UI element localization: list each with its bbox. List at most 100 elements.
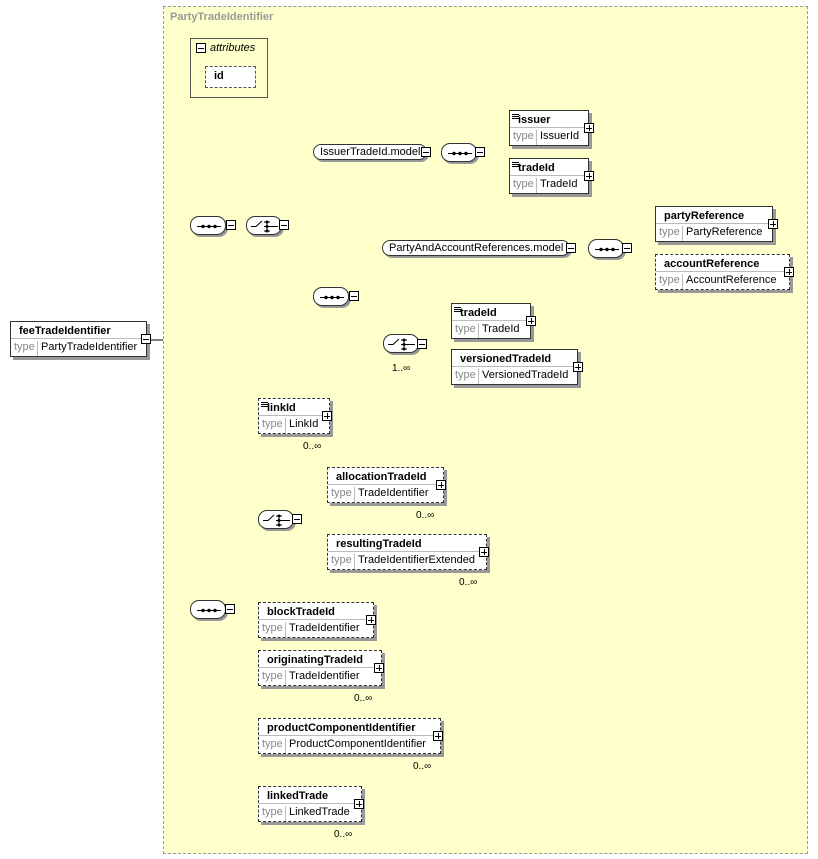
documentation-icon bbox=[454, 307, 461, 313]
type-value: VersionedTradeId bbox=[478, 369, 568, 384]
type-label: type bbox=[262, 738, 283, 750]
attribute-id[interactable]: id bbox=[205, 66, 256, 88]
type-value: LinkedTrade bbox=[285, 806, 350, 821]
expand-block-trade-id-button[interactable] bbox=[366, 615, 376, 625]
type-label: type bbox=[262, 670, 283, 682]
type-label: type bbox=[262, 806, 283, 818]
element-name: linkId bbox=[267, 402, 296, 414]
element-name: accountReference bbox=[664, 258, 760, 270]
sequence-compositor-icon bbox=[313, 287, 349, 306]
linked-trade-cardinality: 0..∞ bbox=[334, 829, 353, 840]
collapse-issuer-model-button[interactable] bbox=[421, 147, 431, 157]
type-value: ProductComponentIdentifier bbox=[285, 738, 426, 753]
type-label: type bbox=[513, 178, 534, 190]
choice-compositor-icon bbox=[246, 216, 282, 235]
type-label: type bbox=[331, 554, 352, 566]
type-label: type bbox=[331, 487, 352, 499]
collapse-sequence-button[interactable] bbox=[225, 604, 235, 614]
type-label: type bbox=[455, 323, 476, 335]
type-value: LinkId bbox=[285, 418, 318, 433]
type-value: TradeIdentifierExtended bbox=[354, 554, 475, 569]
documentation-icon bbox=[512, 162, 519, 168]
element-name: resultingTradeId bbox=[336, 538, 422, 550]
expand-link-id-button[interactable] bbox=[322, 411, 332, 421]
expand-product-component-identifier-button[interactable] bbox=[433, 731, 443, 741]
expand-account-reference-button[interactable] bbox=[784, 267, 794, 277]
expand-versioned-trade-id-button[interactable] bbox=[573, 362, 583, 372]
collapse-sequence-button[interactable] bbox=[226, 220, 236, 230]
expand-resulting-trade-id-button[interactable] bbox=[479, 547, 489, 557]
choice-compositor-icon bbox=[383, 334, 419, 353]
collapse-sequence-button[interactable] bbox=[475, 147, 485, 157]
party-and-account-references-model-group[interactable]: PartyAndAccountReferences.model bbox=[382, 240, 571, 256]
element-name: productComponentIdentifier bbox=[267, 722, 416, 734]
collapse-attributes-button[interactable] bbox=[196, 43, 206, 53]
sequence-compositor-icon bbox=[190, 216, 226, 235]
expand-linked-trade-button[interactable] bbox=[354, 799, 364, 809]
expand-originating-trade-id-button[interactable] bbox=[374, 663, 384, 673]
group-title: PartyTradeIdentifier bbox=[170, 11, 274, 23]
expand-party-reference-button[interactable] bbox=[768, 219, 778, 229]
type-label: type bbox=[455, 369, 476, 381]
issuer-trade-id-model-group[interactable]: IssuerTradeId.model bbox=[313, 144, 428, 160]
choice-compositor-icon bbox=[258, 510, 294, 529]
type-label: type bbox=[14, 341, 35, 353]
type-value: TradeIdentifier bbox=[285, 622, 360, 637]
expand-trade-id-button[interactable] bbox=[526, 316, 536, 326]
allocation-trade-id-cardinality: 0..∞ bbox=[416, 510, 435, 521]
element-name: issuer bbox=[518, 114, 551, 126]
collapse-sequence-button[interactable] bbox=[622, 243, 632, 253]
element-name: allocationTradeId bbox=[336, 471, 427, 483]
link-id-cardinality: 0..∞ bbox=[303, 441, 322, 452]
element-name: feeTradeIdentifier bbox=[19, 325, 111, 337]
type-value: AccountReference bbox=[682, 274, 777, 289]
collapse-root-button[interactable] bbox=[141, 334, 151, 344]
type-value: TradeId bbox=[478, 323, 520, 338]
sequence-compositor-icon bbox=[441, 143, 477, 162]
element-name: versionedTradeId bbox=[460, 353, 552, 365]
type-label: type bbox=[262, 622, 283, 634]
expand-issuer-button[interactable] bbox=[584, 123, 594, 133]
expand-trade-id-button[interactable] bbox=[584, 171, 594, 181]
type-label: type bbox=[262, 418, 283, 430]
collapse-choice-button[interactable] bbox=[279, 220, 289, 230]
type-value: IssuerId bbox=[536, 130, 579, 145]
element-name: partyReference bbox=[664, 210, 745, 222]
element-name: tradeId bbox=[460, 307, 497, 319]
type-value: TradeIdentifier bbox=[354, 487, 429, 502]
type-label: type bbox=[659, 274, 680, 286]
collapse-choice-button[interactable] bbox=[417, 339, 427, 349]
expand-allocation-trade-id-button[interactable] bbox=[436, 480, 446, 490]
type-value: TradeIdentifier bbox=[285, 670, 360, 685]
type-label: type bbox=[513, 130, 534, 142]
type-value: PartyTradeIdentifier bbox=[37, 341, 137, 356]
type-label: type bbox=[659, 226, 680, 238]
product-component-identifier-cardinality: 0..∞ bbox=[413, 761, 432, 772]
collapse-sequence-button[interactable] bbox=[349, 291, 359, 301]
sequence-compositor-icon bbox=[588, 239, 624, 258]
type-value: TradeId bbox=[536, 178, 578, 193]
choice-cardinality: 1..∞ bbox=[392, 363, 411, 374]
collapse-choice-button[interactable] bbox=[292, 514, 302, 524]
element-name: tradeId bbox=[518, 162, 555, 174]
originating-trade-id-cardinality: 0..∞ bbox=[354, 693, 373, 704]
collapse-party-model-button[interactable] bbox=[566, 243, 576, 253]
documentation-icon bbox=[261, 402, 268, 408]
attributes-label: attributes bbox=[210, 42, 256, 54]
element-name: blockTradeId bbox=[267, 606, 335, 618]
type-value: PartyReference bbox=[682, 226, 762, 241]
